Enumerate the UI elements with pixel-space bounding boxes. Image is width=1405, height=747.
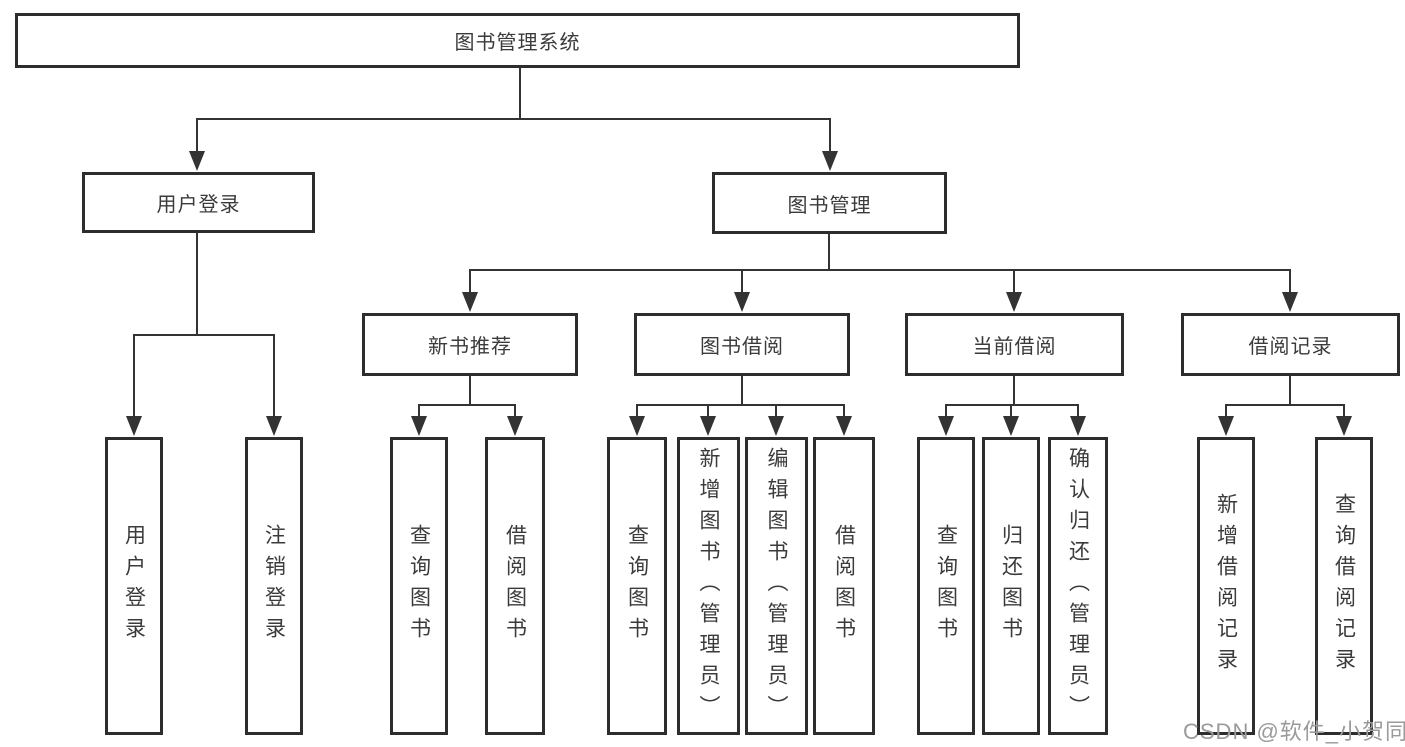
leaf-add-book-admin: 新增图书（管理员）	[677, 437, 740, 735]
arrowhead-down-icon	[411, 416, 427, 436]
arrowhead-down-icon	[126, 416, 142, 436]
arrowhead-down-icon	[1006, 292, 1022, 312]
node-book-borrowing: 图书借阅	[634, 313, 850, 376]
connector-line	[843, 406, 845, 416]
connector-line	[829, 119, 831, 151]
connector-line	[945, 406, 947, 416]
arrowhead-down-icon	[768, 416, 784, 436]
node-root-system: 图书管理系统	[15, 13, 1020, 68]
connector-line	[418, 404, 516, 406]
connector-line	[1343, 406, 1345, 416]
connector-line	[828, 234, 830, 269]
connector-line	[775, 406, 777, 416]
leaf-borrow-books: 借阅图书	[485, 437, 545, 735]
arrowhead-down-icon	[822, 151, 838, 171]
connector-line	[741, 376, 743, 405]
connector-line	[1010, 406, 1012, 416]
leaf-logout: 注销登录	[245, 437, 303, 735]
arrowhead-down-icon	[1070, 416, 1086, 436]
connector-line	[133, 336, 135, 416]
arrowhead-down-icon	[836, 416, 852, 436]
leaf-user-login: 用户登录	[105, 437, 163, 735]
connector-line	[1289, 271, 1291, 292]
arrowhead-down-icon	[462, 292, 478, 312]
arrowhead-down-icon	[629, 416, 645, 436]
connector-line	[514, 406, 516, 416]
connector-line	[469, 376, 471, 405]
leaf-confirm-return-admin: 确认归还（管理员）	[1048, 437, 1108, 735]
arrowhead-down-icon	[189, 151, 205, 171]
arrowhead-down-icon	[1336, 416, 1352, 436]
node-current-borrowing: 当前借阅	[905, 313, 1124, 376]
connector-line	[707, 406, 709, 416]
connector-line	[273, 336, 275, 416]
node-book-management: 图书管理	[712, 172, 947, 234]
connector-line	[1289, 376, 1291, 405]
connector-line	[196, 118, 831, 120]
connector-line	[1013, 376, 1015, 405]
leaf-add-borrow-record: 新增借阅记录	[1197, 437, 1255, 735]
leaf-edit-book-admin: 编辑图书（管理员）	[745, 437, 808, 735]
connector-line	[196, 233, 198, 335]
arrowhead-down-icon	[938, 416, 954, 436]
arrowhead-down-icon	[734, 292, 750, 312]
leaf-query-books: 查询图书	[390, 437, 448, 735]
arrowhead-down-icon	[1218, 416, 1234, 436]
arrowhead-down-icon	[700, 416, 716, 436]
arrowhead-down-icon	[266, 416, 282, 436]
connector-line	[469, 271, 471, 292]
connector-line	[1225, 406, 1227, 416]
connector-line	[945, 404, 1079, 406]
connector-line	[196, 119, 198, 151]
connector-line	[1013, 271, 1015, 292]
leaf-return-books: 归还图书	[982, 437, 1040, 735]
node-new-book-recommend: 新书推荐	[362, 313, 578, 376]
connector-line	[133, 334, 275, 336]
connector-line	[636, 406, 638, 416]
connector-line	[741, 271, 743, 292]
arrowhead-down-icon	[1003, 416, 1019, 436]
connector-line	[469, 269, 1291, 271]
node-borrowing-records: 借阅记录	[1181, 313, 1400, 376]
csdn-watermark: CSDN @软件_小贺同学	[1183, 719, 1405, 744]
leaf-query-books: 查询图书	[917, 437, 975, 735]
connector-line	[519, 68, 521, 119]
leaf-borrow-books: 借阅图书	[813, 437, 875, 735]
connector-line	[1225, 404, 1345, 406]
leaf-query-books: 查询图书	[607, 437, 667, 735]
arrowhead-down-icon	[1282, 292, 1298, 312]
connector-line	[636, 404, 845, 406]
connector-line	[1077, 406, 1079, 416]
arrowhead-down-icon	[507, 416, 523, 436]
node-user-login: 用户登录	[82, 172, 315, 233]
leaf-query-borrow-record: 查询借阅记录	[1315, 437, 1373, 735]
connector-line	[418, 406, 420, 416]
